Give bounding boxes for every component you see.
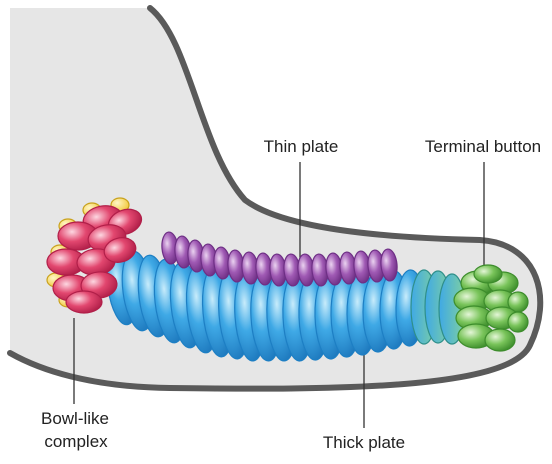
label-terminal-button: Terminal button — [425, 137, 541, 156]
label-bowl-like-line1: Bowl-like — [41, 409, 109, 428]
label-thick-plate: Thick plate — [323, 433, 405, 452]
label-bowl-like-line2: complex — [44, 432, 108, 451]
terminal-button-bead — [485, 329, 515, 351]
label-thin-plate: Thin plate — [264, 137, 339, 156]
terminal-button-bead — [474, 265, 502, 283]
bowl-like-bead — [66, 291, 102, 313]
terminal-button-bead — [508, 312, 528, 332]
